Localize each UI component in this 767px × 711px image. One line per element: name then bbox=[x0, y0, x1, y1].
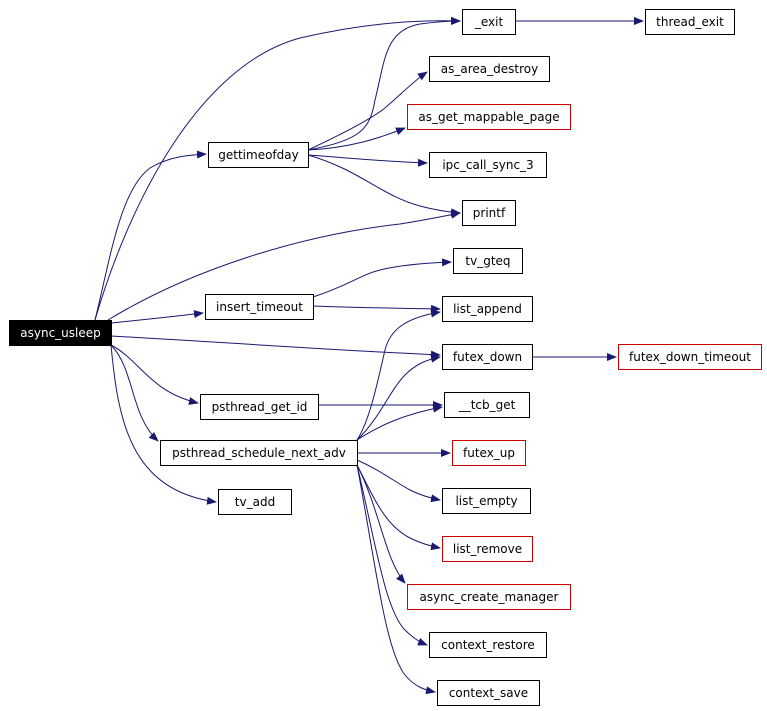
node-async_usleep[interactable]: async_usleep bbox=[9, 320, 112, 346]
node-box[interactable] bbox=[618, 344, 762, 370]
node-printf[interactable]: printf bbox=[462, 200, 516, 226]
edge-psthread_schedule_next_adv-to-list_append bbox=[356, 309, 441, 441]
node-_exit[interactable]: _exit bbox=[462, 9, 516, 35]
edge-async_usleep-to-gettimeofday bbox=[94, 150, 207, 321]
node-box[interactable] bbox=[429, 152, 547, 178]
edge-async_usleep-to-tv_add bbox=[110, 344, 217, 505]
node-box[interactable] bbox=[452, 440, 526, 466]
node-label: ipc_call_sync_3 bbox=[442, 158, 533, 172]
node-box[interactable] bbox=[442, 536, 533, 562]
node-box[interactable] bbox=[205, 294, 314, 320]
node-context_save[interactable]: context_save bbox=[437, 680, 540, 706]
node-label: context_restore bbox=[441, 638, 535, 652]
node-label: psthread_schedule_next_adv bbox=[172, 446, 346, 460]
edge-gettimeofday-to-ipc_call_sync_3 bbox=[307, 154, 428, 167]
node-label: async_usleep bbox=[20, 326, 100, 340]
node-context_restore[interactable]: context_restore bbox=[429, 632, 547, 658]
node-label: context_save bbox=[449, 686, 528, 700]
node-futex_up[interactable]: futex_up bbox=[452, 440, 526, 466]
edge-gettimeofday-to-_exit bbox=[307, 17, 461, 151]
edge-psthread_schedule_next_adv-to-context_restore bbox=[356, 464, 428, 646]
edge-async_usleep-to-insert_timeout bbox=[110, 310, 204, 324]
node-ipc_call_sync_3[interactable]: ipc_call_sync_3 bbox=[429, 152, 547, 178]
edge-insert_timeout-to-tv_gteq bbox=[312, 258, 452, 298]
node-label: async_create_manager bbox=[420, 590, 559, 604]
node-label: tv_add bbox=[235, 495, 275, 509]
edge-gettimeofday-to-as_get_mappable_page bbox=[307, 127, 406, 151]
node-label: insert_timeout bbox=[216, 300, 303, 314]
edge-psthread_schedule_next_adv-to-async_create_manager bbox=[356, 464, 406, 584]
node-label: _exit bbox=[474, 15, 504, 29]
edges-layer bbox=[94, 16, 644, 695]
node-thread_exit[interactable]: thread_exit bbox=[645, 9, 735, 35]
edge-async_usleep-to-_exit bbox=[94, 16, 461, 321]
node-futex_down_timeout[interactable]: futex_down_timeout bbox=[618, 344, 762, 370]
node-list_remove[interactable]: list_remove bbox=[442, 536, 533, 562]
node-as_area_destroy[interactable]: as_area_destroy bbox=[429, 56, 550, 82]
node-label: gettimeofday bbox=[218, 148, 298, 162]
edge-gettimeofday-to-printf bbox=[307, 154, 461, 217]
node-label: tv_gteq bbox=[465, 254, 510, 268]
edge-async_usleep-to-psthread_schedule_next_adv bbox=[110, 344, 159, 442]
node-box[interactable] bbox=[160, 440, 358, 466]
nodes-layer: async_usleep _exit thread_exit as_area_dest… bbox=[9, 9, 762, 706]
node-label: psthread_get_id bbox=[212, 400, 308, 414]
edge-psthread_schedule_next_adv-to-list_remove bbox=[356, 464, 441, 551]
node-label: printf bbox=[473, 206, 506, 220]
node-list_append[interactable]: list_append bbox=[442, 296, 533, 322]
node-list_empty[interactable]: list_empty bbox=[442, 488, 531, 514]
edge-psthread_schedule_next_adv-to-futex_down bbox=[356, 354, 441, 441]
node-as_get_mappable_page[interactable]: as_get_mappable_page bbox=[407, 104, 571, 130]
node-psthread_get_id[interactable]: psthread_get_id bbox=[200, 394, 319, 420]
node-box[interactable] bbox=[453, 248, 523, 274]
edge-gettimeofday-to-as_area_destroy bbox=[307, 71, 428, 151]
edge-psthread_schedule_next_adv-to-__tcb_get bbox=[356, 404, 443, 441]
node-box[interactable] bbox=[442, 488, 531, 514]
node-box[interactable] bbox=[208, 142, 309, 168]
node-box[interactable] bbox=[645, 9, 735, 35]
node-label: thread_exit bbox=[656, 15, 724, 29]
edge-async_usleep-to-psthread_get_id bbox=[110, 344, 199, 405]
node-tv_gteq[interactable]: tv_gteq bbox=[453, 248, 523, 274]
node-label: as_area_destroy bbox=[441, 62, 538, 76]
node-label: __tcb_get bbox=[458, 398, 516, 412]
node-label: as_get_mappable_page bbox=[418, 110, 559, 124]
node-insert_timeout[interactable]: insert_timeout bbox=[205, 294, 314, 320]
node-box[interactable] bbox=[200, 394, 319, 420]
node-futex_down[interactable]: futex_down bbox=[442, 344, 533, 370]
node-label: futex_down_timeout bbox=[629, 350, 751, 364]
node-label: list_empty bbox=[455, 494, 517, 508]
node-tv_add[interactable]: tv_add bbox=[218, 489, 292, 515]
edge-insert_timeout-to-list_append bbox=[312, 304, 441, 313]
node-box[interactable] bbox=[407, 584, 571, 610]
node-box[interactable] bbox=[437, 680, 540, 706]
node-label: futex_down bbox=[453, 350, 522, 364]
edge-async_usleep-to-printf bbox=[107, 210, 461, 321]
node-box[interactable] bbox=[218, 489, 292, 515]
node-box[interactable] bbox=[442, 344, 533, 370]
node-box[interactable] bbox=[462, 200, 516, 226]
node-box[interactable] bbox=[462, 9, 516, 35]
edge-psthread_schedule_next_adv-to-list_empty bbox=[356, 459, 441, 503]
node-box[interactable] bbox=[429, 56, 550, 82]
node-label: list_append bbox=[453, 302, 522, 316]
node-box[interactable] bbox=[407, 104, 571, 130]
node-label: futex_up bbox=[463, 446, 515, 460]
edge-async_usleep-to-futex_down bbox=[110, 335, 441, 359]
node-psthread_schedule_next_adv[interactable]: psthread_schedule_next_adv bbox=[160, 440, 358, 466]
node-label: list_remove bbox=[453, 542, 522, 556]
node-box[interactable] bbox=[9, 320, 112, 346]
node-__tcb_get[interactable]: __tcb_get bbox=[444, 392, 530, 418]
node-gettimeofday[interactable]: gettimeofday bbox=[208, 142, 309, 168]
node-box[interactable] bbox=[429, 632, 547, 658]
node-box[interactable] bbox=[442, 296, 533, 322]
node-async_create_manager[interactable]: async_create_manager bbox=[407, 584, 571, 610]
node-box[interactable] bbox=[444, 392, 530, 418]
edge-psthread_schedule_next_adv-to-context_save bbox=[356, 464, 436, 695]
